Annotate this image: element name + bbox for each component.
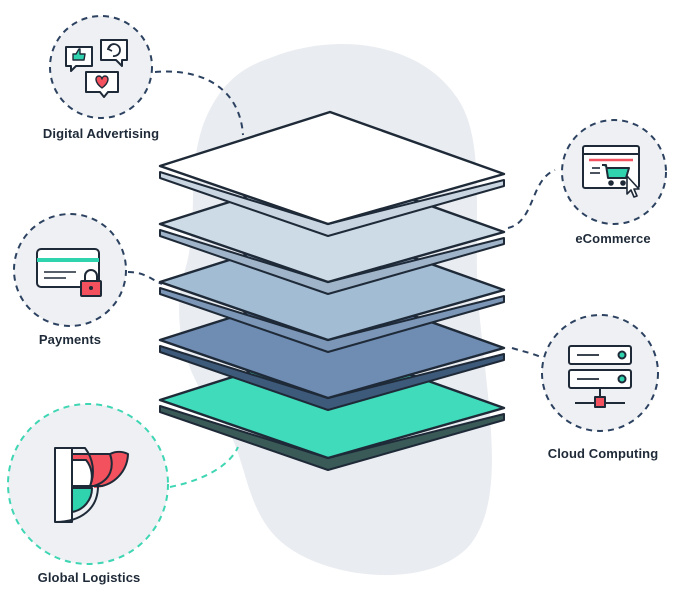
ecommerce-node (561, 119, 667, 225)
connector-ecommerce (507, 169, 556, 229)
label-digital-advertising: Digital Advertising (42, 126, 160, 141)
label-cloud-computing: Cloud Computing (547, 446, 659, 461)
connector-digital-advertising (154, 70, 244, 136)
label-ecommerce: eCommerce (575, 231, 651, 246)
locked-credit-card-icon (36, 248, 102, 297)
connector-global-logistics (169, 446, 239, 488)
payments-node (13, 213, 127, 327)
digital-advertising-node (49, 15, 153, 119)
logistics-logo-icon (54, 447, 129, 523)
layer-1 (158, 110, 506, 237)
connector-payments (127, 271, 163, 285)
social-feedback-icon (65, 39, 128, 98)
label-global-logistics: Global Logistics (37, 570, 141, 585)
cloud-computing-node (541, 314, 659, 432)
shopping-cart-icon (582, 145, 640, 198)
global-logistics-node (7, 403, 169, 565)
label-payments: Payments (38, 332, 102, 347)
server-rack-icon (568, 345, 632, 408)
connector-cloud-computing (511, 347, 544, 359)
